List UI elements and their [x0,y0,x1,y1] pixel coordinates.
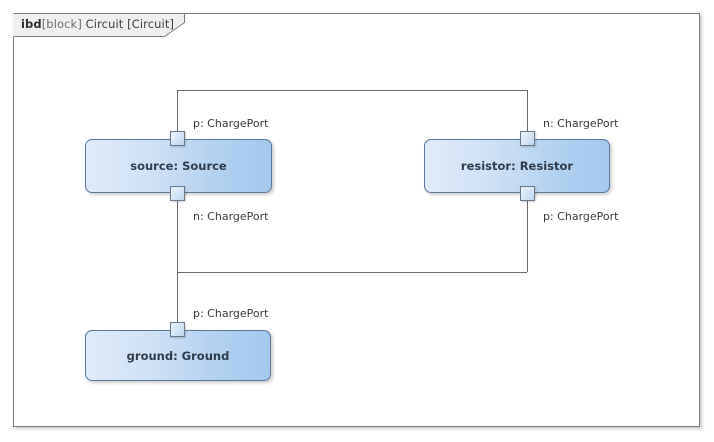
port-source-p[interactable] [170,131,185,146]
connector-source-p-vertical [177,90,178,139]
diagram-type: [Circuit] [127,17,175,31]
part-ground-label: ground: Ground [126,348,230,363]
part-resistor[interactable]: resistor: Resistor [424,139,610,193]
part-source-label: source: Source [130,159,227,173]
connector-top-horizontal [177,90,527,91]
part-ground[interactable]: ground: Ground [85,330,271,381]
diagram-name: Circuit [85,17,124,31]
diagram-block-keyword: [block] [41,17,82,31]
port-resistor-n-label: n: ChargePort [543,117,619,130]
part-source[interactable]: source: Source [85,139,272,193]
connector-ground-p-vertical [177,272,178,330]
port-resistor-p[interactable] [520,186,535,201]
port-source-n[interactable] [170,186,185,201]
port-ground-p-label: p: ChargePort [193,307,269,320]
port-ground-p[interactable] [170,322,185,337]
port-resistor-n[interactable] [520,131,535,146]
connector-bottom-horizontal [177,272,527,273]
connector-resistor-p-vertical [527,193,528,272]
port-source-n-label: n: ChargePort [193,210,269,223]
port-source-p-label: p: ChargePort [193,117,269,130]
connector-source-n-vertical [177,193,178,272]
diagram-kind-keyword: ibd [21,17,42,31]
port-resistor-p-label: p: ChargePort [543,210,619,223]
diagram-frame-title: ibd[block] Circuit [Circuit] [21,17,174,31]
part-resistor-label: resistor: Resistor [460,159,574,173]
connector-resistor-n-vertical [527,90,528,139]
